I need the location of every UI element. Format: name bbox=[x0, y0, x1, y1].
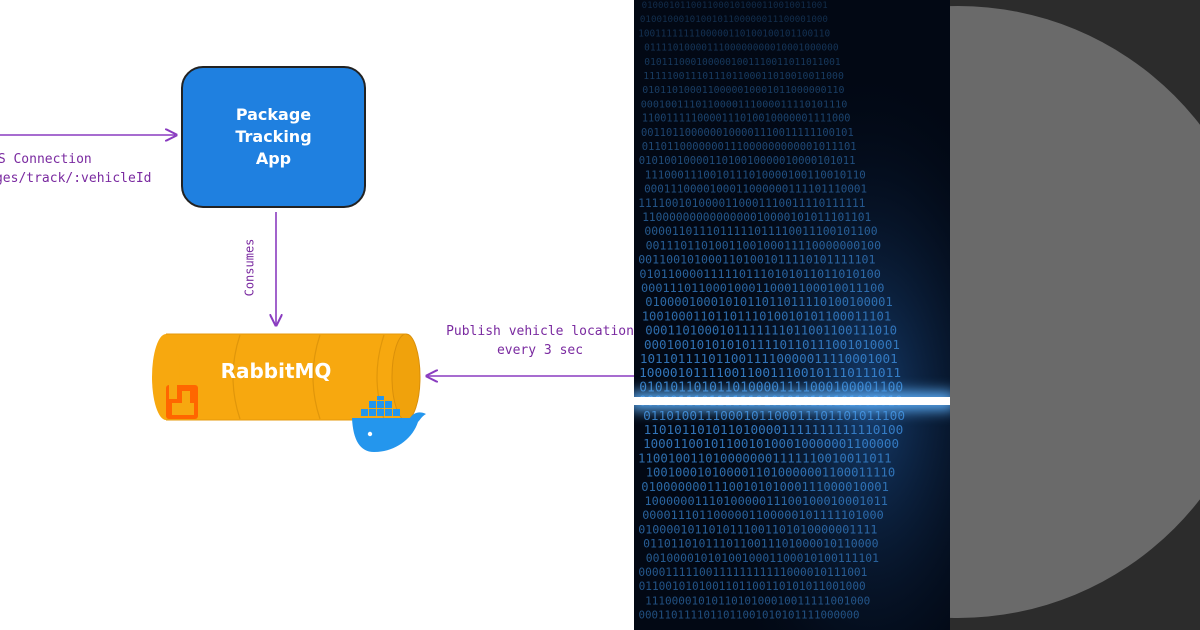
architecture-diagram: Package Tracking App WS Connection /pack… bbox=[0, 0, 634, 630]
binary-row: 1101011010110100001111111111110100 bbox=[644, 422, 904, 437]
publish-location-label: Publish vehicle location every 3 sec bbox=[440, 322, 634, 360]
binary-row: 0011001010001101001011110101111101 bbox=[638, 253, 875, 267]
rabbitmq-label: RabbitMQ bbox=[220, 359, 332, 383]
gray-circle bbox=[950, 6, 1200, 618]
binary-row: 0010000101010010001100010100111101 bbox=[646, 551, 879, 565]
binary-row: 1001111111100000110100100101100110 bbox=[638, 28, 830, 39]
binary-row: 0101110001000001001110011011011001 bbox=[644, 57, 841, 68]
binary-row: 0101001000011010010000010000101011 bbox=[639, 155, 856, 167]
binary-row: 0011011000000100001110011111100101 bbox=[641, 127, 854, 139]
binary-row: 0001001010101011110110111001010001 bbox=[644, 337, 900, 352]
binary-row: 0001110000100011000000111101110001 bbox=[644, 183, 867, 196]
package-tracking-app-box: Package Tracking App bbox=[181, 66, 366, 208]
consumes-text: Consumes bbox=[242, 238, 257, 297]
binary-row: 1111001010000110001110011110111111 bbox=[638, 197, 865, 210]
diagram-arrows bbox=[0, 0, 634, 630]
binary-row: 1011011110110011110000011110001001 bbox=[640, 351, 898, 366]
docker-whale-icon bbox=[352, 396, 426, 452]
binary-row: 0110110101110110011101000010110000 bbox=[643, 537, 878, 551]
binary-code-image: 0100010110011000101000110010011001 010010… bbox=[634, 0, 950, 630]
binary-row: 0110010101001101100110101011001000 bbox=[639, 580, 866, 593]
binary-row: 1000110010110010100010000001100000 bbox=[643, 436, 899, 451]
binary-row: 0101100001111101110101011011010100 bbox=[639, 267, 880, 281]
binary-row: 1001000110110111010010101100011101 bbox=[642, 309, 891, 323]
publish-label-line1: Publish vehicle location bbox=[446, 324, 634, 339]
binary-row: 1110000101011010100010011111001000 bbox=[645, 594, 870, 607]
binary-row: 0001110110001000110001100010011100 bbox=[641, 281, 884, 295]
consumes-label: Consumes bbox=[240, 228, 257, 308]
binary-row: 0100100010100101100000011100001000 bbox=[640, 14, 828, 25]
binary-row: 1100100110100000001111110010011011 bbox=[638, 450, 892, 465]
binary-row: 0110100111000101100011101101011100 bbox=[643, 409, 905, 424]
light-streak bbox=[634, 397, 950, 405]
ws-connection-line1: WS Connection bbox=[0, 152, 92, 167]
binary-row: 1000010111100110011100101110111011 bbox=[639, 366, 901, 381]
binary-row: 1100000000000000010000101011101101 bbox=[642, 211, 871, 224]
binary-row: 1111100111011101100011010010011000 bbox=[643, 71, 844, 82]
rabbitmq-queue-cylinder bbox=[152, 333, 421, 421]
binary-row: 0000111110011111111111000010111001 bbox=[638, 566, 867, 579]
binary-row: 0100001011010111001101010000001111 bbox=[638, 522, 877, 536]
binary-digits-graphic: 0100010110011000101000110010011001 010010… bbox=[634, 0, 950, 630]
binary-row: 1000000111010000011100100010001011 bbox=[645, 494, 888, 508]
binary-row: 0100001000101011011011110100100001 bbox=[645, 295, 893, 309]
ws-connection-line2: /packages/track/:vehicleId bbox=[0, 171, 152, 186]
binary-row: 0001101111011011001010101111000000 bbox=[639, 609, 860, 622]
binary-row: 0001101000101111111011001100111010 bbox=[645, 324, 897, 338]
ws-connection-label: WS Connection /packages/track/:vehicleId bbox=[0, 150, 160, 188]
binary-row: 0001001110110000111000011110101110 bbox=[641, 99, 848, 110]
binary-row: 1110001110010111010000100110010110 bbox=[645, 168, 866, 181]
binary-row: 0101011010110100001111000100001100 bbox=[639, 380, 903, 395]
circle-graphic-panel bbox=[950, 0, 1200, 630]
binary-row: 1100111110000111010010000001111000 bbox=[642, 114, 851, 125]
binary-row: 0101101000110000010001011000000110 bbox=[642, 85, 844, 96]
binary-row: 0011101101001100100011110000000100 bbox=[646, 238, 881, 252]
binary-row: 0100010110011000101000110010011001 bbox=[642, 1, 828, 11]
binary-row: 0000110111011111011110011100101100 bbox=[644, 224, 877, 238]
publish-label-line2: every 3 sec bbox=[496, 343, 584, 358]
rabbitmq-logo-icon bbox=[166, 383, 198, 419]
app-box-label: Package Tracking App bbox=[235, 105, 312, 168]
binary-row: 0100000001110010101000111000010001 bbox=[641, 480, 889, 494]
binary-row: 1001000101000011010000001100011110 bbox=[646, 466, 895, 480]
binary-row: 0000111011000001100000101111101000 bbox=[642, 508, 883, 522]
binary-row: 0110110000000111000000000001011101 bbox=[642, 141, 857, 153]
binary-row: 0111101000011100000000010001000000 bbox=[644, 43, 839, 54]
